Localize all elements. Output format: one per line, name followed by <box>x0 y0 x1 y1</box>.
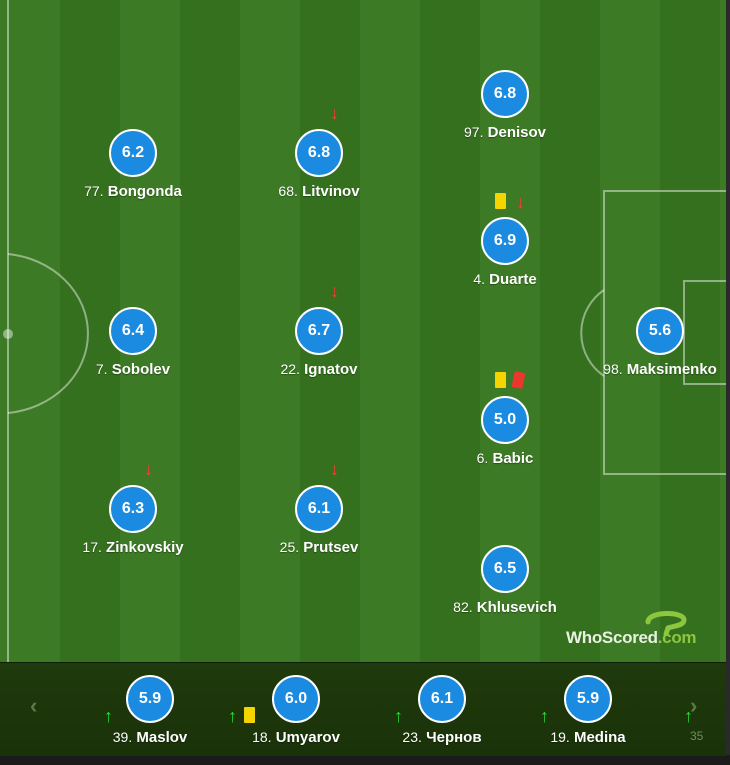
player-label: 7. Sobolev <box>95 361 171 378</box>
rating-badge: 6.8 <box>295 129 343 177</box>
sub-on-arrow-icon: ↑ <box>228 706 237 726</box>
player-label: 82. Khlusevich <box>453 599 557 616</box>
player-label: 39. Maslov <box>112 729 188 746</box>
panel-edge <box>726 0 730 755</box>
player-maksimenko[interactable]: 5.6 98. Maksimenko <box>580 307 726 397</box>
rating-badge: 6.4 <box>109 307 157 355</box>
pitch: 6.2 77. Bongonda ↓ 6.8 68. Litvinov 6.8 … <box>0 0 726 662</box>
player-ignatov[interactable]: ↓ 6.7 22. Ignatov <box>239 282 399 397</box>
rating-badge: 6.5 <box>481 545 529 593</box>
rating-badge: 5.9 <box>126 675 174 723</box>
sub-off-arrow-icon: ↓ <box>516 192 525 212</box>
sub-off-arrow-icon: ↓ <box>144 459 153 479</box>
bench-player-medina[interactable]: ↑ 5.9 19. Medina <box>518 675 658 765</box>
player-label: 6. Babic <box>476 450 534 467</box>
rating-badge: 6.2 <box>109 129 157 177</box>
player-label: 17. Zinkovskiy <box>82 539 184 556</box>
rating-badge: 6.3 <box>109 485 157 533</box>
sub-on-arrow-icon: ↑ <box>684 706 693 726</box>
rating-badge: 5.0 <box>481 396 529 444</box>
player-prutsev[interactable]: ↓ 6.1 25. Prutsev <box>239 460 399 575</box>
yellow-card-icon <box>495 193 506 209</box>
sub-off-arrow-icon: ↓ <box>330 459 339 479</box>
player-label: 68. Litvinov <box>278 183 360 200</box>
logo-text: WhoScored <box>566 628 658 647</box>
player-litvinov[interactable]: ↓ 6.8 68. Litvinov <box>239 104 399 219</box>
player-denisov[interactable]: 6.8 97. Denisov <box>425 70 585 160</box>
player-duarte[interactable]: ↓ 6.9 4. Duarte <box>425 193 585 307</box>
player-label: 77. Bongonda <box>84 183 182 200</box>
player-label: 4. Duarte <box>473 271 537 288</box>
bench-player-maslov[interactable]: ↑ 5.9 39. Maslov <box>80 675 220 765</box>
bench-player-umyarov[interactable]: ↑ 6.0 18. Umyarov <box>226 675 366 765</box>
rating-badge: 6.0 <box>272 675 320 723</box>
logo-suffix: .com <box>657 628 697 647</box>
player-zinkovskiy[interactable]: ↓ 6.3 17. Zinkovskiy <box>53 460 213 575</box>
rating-badge: 6.1 <box>295 485 343 533</box>
bench-player-chernov[interactable]: ↑ 6.1 23. Чернов <box>372 675 512 765</box>
player-babic[interactable]: 5.0 6. Babic <box>425 371 585 486</box>
player-label: 25. Prutsev <box>279 539 359 556</box>
player-label: 19. Medina <box>550 729 626 746</box>
yellow-card-icon <box>244 707 255 723</box>
yellow-card-icon <box>495 372 506 388</box>
player-sobolev[interactable]: 6.4 7. Sobolev <box>53 307 213 397</box>
player-label: 18. Umyarov <box>252 729 340 746</box>
player-label: 23. Чернов <box>402 729 482 746</box>
whoscored-logo: WhoScored.com <box>566 608 716 648</box>
player-label: 97. Denisov <box>464 124 546 141</box>
rating-badge: 6.7 <box>295 307 343 355</box>
sub-on-arrow-icon: ↑ <box>104 706 113 726</box>
substitutes-bar: ‹ › 35 ↑ 5.9 39. Maslov ↑ 6.0 18. Umyaro… <box>0 662 726 756</box>
sub-on-arrow-icon: ↑ <box>394 706 403 726</box>
rating-badge: 5.6 <box>636 307 684 355</box>
chevron-left-icon[interactable]: ‹ <box>30 693 38 718</box>
rating-badge: 6.1 <box>418 675 466 723</box>
player-label: 22. Ignatov <box>280 361 358 378</box>
sub-off-arrow-icon: ↓ <box>330 103 339 123</box>
whoscored-mark-icon <box>645 611 687 636</box>
next-player-number: 35 <box>690 729 704 743</box>
rating-badge: 6.8 <box>481 70 529 118</box>
player-khlusevich[interactable]: 6.5 82. Khlusevich <box>425 545 585 635</box>
sub-off-arrow-icon: ↓ <box>330 281 339 301</box>
sub-on-arrow-icon: ↑ <box>540 706 549 726</box>
rating-badge: 5.9 <box>564 675 612 723</box>
rating-badge: 6.9 <box>481 217 529 265</box>
player-label: 98. Maksimenko <box>603 361 717 378</box>
pitch-markings <box>3 0 726 662</box>
chevron-right-icon[interactable]: › <box>690 693 698 718</box>
player-bongonda[interactable]: 6.2 77. Bongonda <box>53 129 213 219</box>
